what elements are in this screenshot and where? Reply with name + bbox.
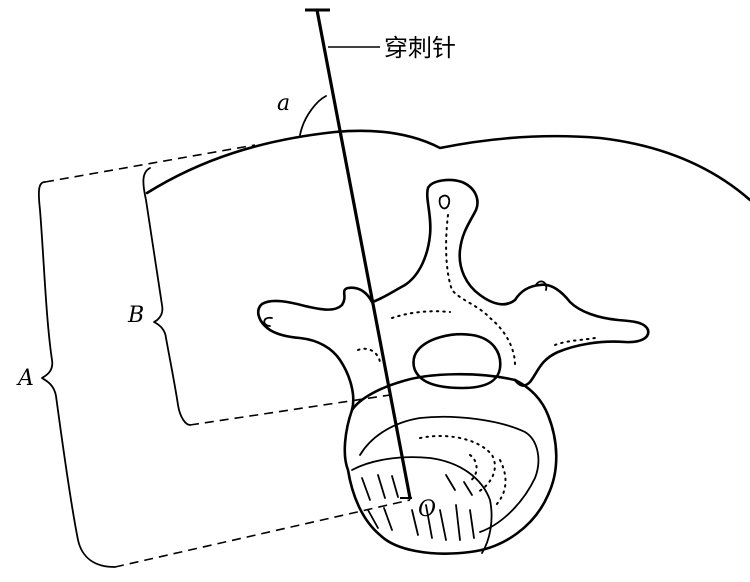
facet-right bbox=[535, 280, 548, 291]
guide-top bbox=[44, 144, 256, 183]
spinous-tip bbox=[438, 194, 451, 210]
brace-B bbox=[142, 167, 191, 426]
hatched-region bbox=[351, 456, 493, 554]
angle-label: a bbox=[277, 91, 290, 116]
label-O: O bbox=[418, 497, 436, 522]
disc-outline bbox=[359, 415, 540, 533]
disc-dotted-line bbox=[419, 434, 507, 506]
angle-arc bbox=[299, 95, 327, 136]
puncture-needle bbox=[315, 8, 412, 500]
guide-B-bottom bbox=[189, 394, 391, 426]
guide-A-bottom bbox=[114, 499, 411, 568]
vertebral-body bbox=[343, 372, 558, 555]
vertebral-arch bbox=[256, 178, 650, 412]
label-B: B bbox=[127, 303, 144, 328]
needle-label: 穿刺针 bbox=[384, 34, 456, 62]
label-A: A bbox=[16, 366, 34, 391]
facet-left bbox=[263, 316, 273, 327]
skin-surface bbox=[145, 129, 750, 202]
hatch-marks bbox=[361, 474, 475, 541]
brace-A bbox=[37, 181, 116, 568]
spinal-canal bbox=[412, 332, 502, 390]
